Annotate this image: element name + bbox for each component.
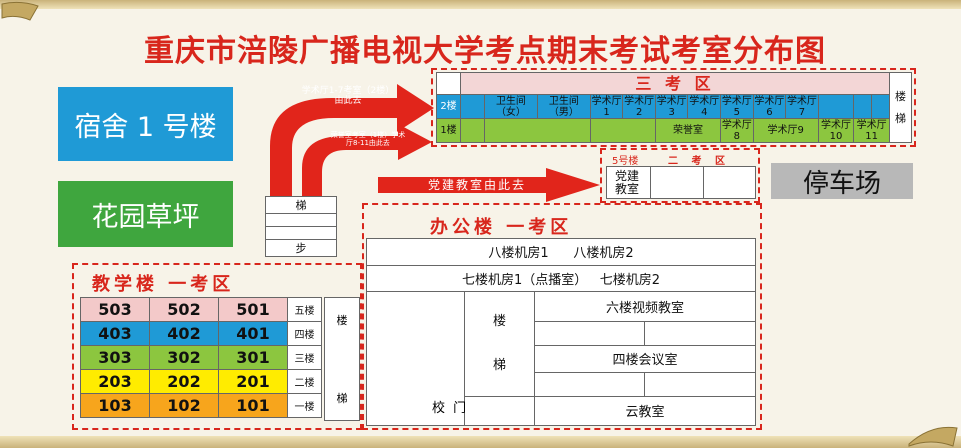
zone2-room: 党建教室 xyxy=(606,166,651,199)
classroom: 302 xyxy=(149,345,219,370)
classroom: 503 xyxy=(80,297,150,322)
zone3-room-1f: 荣誉室 xyxy=(654,118,722,143)
classroom: 501 xyxy=(218,297,288,322)
zone2-heading: 二 考 区 xyxy=(668,156,730,167)
stairs-top-label: 梯 xyxy=(265,196,337,214)
classroom: 401 xyxy=(218,321,288,346)
classroom: 101 xyxy=(218,393,288,418)
garden-lawn: 花园草坪 xyxy=(58,181,233,247)
frame-bottom xyxy=(0,436,961,448)
classroom: 301 xyxy=(218,345,288,370)
zone3-room-1f: 学术厅10 xyxy=(817,118,855,143)
floor-label: 一楼 xyxy=(287,393,322,418)
classroom: 202 xyxy=(149,369,219,394)
floor-label: 五楼 xyxy=(287,297,322,322)
stairs-box: 梯 步 xyxy=(265,196,337,257)
scroll-ornament-icon xyxy=(1,1,39,21)
party-arrow-label: 党建教室由此去 xyxy=(427,178,526,192)
zone2-border xyxy=(600,148,760,203)
zone3-room-1f xyxy=(589,118,656,143)
party-arrow-icon xyxy=(378,168,600,202)
zone3-room-2f: 卫生间（男） xyxy=(536,94,591,119)
teaching-stairs: 楼 梯 xyxy=(324,297,360,421)
classroom: 102 xyxy=(149,393,219,418)
zone3-floor2: 2楼 xyxy=(436,94,461,119)
zone3-stairs: 楼梯 xyxy=(889,72,912,143)
stairs-bottom-label: 步 xyxy=(265,239,337,257)
classroom: 403 xyxy=(80,321,150,346)
classroom: 303 xyxy=(80,345,150,370)
zone3-border xyxy=(431,68,916,147)
zone2-building: 5号楼 xyxy=(612,156,639,167)
zone3-floor1: 1楼 xyxy=(436,118,461,143)
zone3-room-2f: 学术厅 4 xyxy=(687,94,722,119)
office-cloud: 云教室 xyxy=(534,395,756,427)
dorm-building: 宿舍 1 号楼 xyxy=(58,87,233,161)
office-heading: 办公楼 一考区 xyxy=(430,217,573,238)
zone3-room-1f: 学术厅11 xyxy=(853,118,890,143)
classroom: 103 xyxy=(80,393,150,418)
classroom: 402 xyxy=(149,321,219,346)
zone2-table: 党建教室 xyxy=(606,166,756,199)
zone3-room-2f: 学术厅 5 xyxy=(720,94,754,119)
floor-label: 三楼 xyxy=(287,345,322,370)
parking-lot: 停车场 xyxy=(771,163,913,199)
arrow-label-upper: 学术厅1-7考室（2楼）由此去 xyxy=(301,86,395,106)
zone3-room-2f: 学术厅 3 xyxy=(654,94,689,119)
teaching-border xyxy=(72,263,362,430)
zone3-room-2f: 学术厅 1 xyxy=(589,94,624,119)
zone3-room-2f: 学术厅 2 xyxy=(622,94,656,119)
frame-top xyxy=(0,0,961,9)
route-arrows-icon xyxy=(270,84,434,196)
floor-label: 四楼 xyxy=(287,321,322,346)
office-row8: 八楼机房1 八楼机房2 xyxy=(366,238,756,266)
arrow-label-middle: 荣誉室考室（1楼）学术厅8-11由此去 xyxy=(330,131,406,147)
zone3-room-2f: 学术厅 6 xyxy=(752,94,787,119)
office-border xyxy=(362,203,762,430)
office-room4: 四楼会议室 xyxy=(534,344,756,373)
zone3-room-1f: 学术厅9 xyxy=(752,118,819,143)
zone3-heading: 三 考 区 xyxy=(460,72,890,95)
zone3-room-1f: 学术厅8 xyxy=(720,118,754,143)
office-stairs: 楼梯 xyxy=(464,291,535,397)
floor-label: 二楼 xyxy=(287,369,322,394)
zone3-room-2f: 卫生间（女） xyxy=(484,94,538,119)
scroll-ornament-icon xyxy=(908,426,958,447)
teaching-heading: 教学楼 一考区 xyxy=(92,274,235,295)
classroom: 203 xyxy=(80,369,150,394)
office-row7: 七楼机房1（点播室） 七楼机房2 xyxy=(366,264,756,293)
office-table: 八楼机房1 八楼机房2 七楼机房1（点播室） 七楼机房2 楼梯六楼视频教室 四楼… xyxy=(366,238,756,427)
office-room6: 六楼视频教室 xyxy=(534,291,756,322)
zone3-room-2f: 学术厅 7 xyxy=(785,94,819,119)
classroom: 502 xyxy=(149,297,219,322)
page-title: 重庆市涪陵广播电视大学考点期末考试考室分布图 xyxy=(144,34,826,69)
zone3-room-1f xyxy=(484,118,591,143)
classroom: 201 xyxy=(218,369,288,394)
school-gate: 校 门 xyxy=(432,401,469,416)
